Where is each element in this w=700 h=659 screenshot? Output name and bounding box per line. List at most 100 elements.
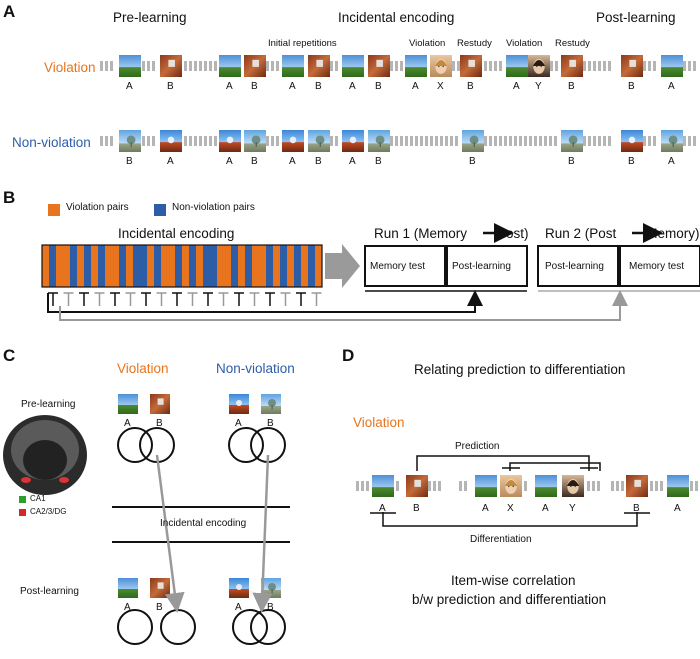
field-image-fill	[118, 578, 138, 598]
beach-image-thumbnail	[219, 130, 241, 152]
encoding-stripe	[70, 245, 77, 287]
run2-title-start: Run 2 (Post	[545, 226, 617, 241]
post-violation-circle-b	[160, 609, 196, 645]
encoding-stripe	[315, 245, 322, 287]
c-post-non-violation-label: A	[235, 602, 242, 613]
encoding-stripe	[196, 245, 203, 287]
d-title: Relating prediction to differentiation	[414, 362, 626, 377]
room-window	[252, 59, 259, 67]
encoding-stripe	[133, 245, 140, 287]
tree-trunk	[473, 142, 475, 147]
violation-fixation-bars	[400, 61, 403, 71]
encoding-stripe	[77, 245, 84, 287]
encoding-stripe	[42, 245, 49, 287]
d-differentiation-label: Differentiation	[470, 534, 532, 545]
encoding-block-outline	[41, 244, 323, 288]
field-image-thumbnail	[219, 55, 241, 77]
tree-image-thumbnail	[561, 130, 583, 152]
non-violation-fixation-bars	[276, 136, 279, 146]
room-window	[157, 582, 164, 589]
tree-image-thumbnail	[119, 130, 141, 152]
non-violation-seq-label: B	[315, 156, 322, 167]
prediction-bracket-inner	[509, 462, 601, 471]
d-fixation-bars	[695, 481, 698, 491]
d-fixation-bars	[356, 481, 359, 491]
field-image-thumbnail	[342, 55, 364, 77]
d-item-corr-line2: b/w prediction and differentiation	[412, 592, 607, 607]
d-fixation-bars	[616, 481, 619, 491]
violation-fixation-bars	[276, 61, 279, 71]
violation-fixation-bars	[390, 61, 393, 71]
non-violation-seq-label: A	[167, 156, 174, 167]
violation-seq-label: B	[375, 81, 382, 92]
legend-ca1-text: CA1	[30, 494, 46, 503]
violation-seq-label: Y	[535, 81, 542, 92]
violation-seq-label: A	[289, 81, 296, 92]
c-incidental-encoding-label: Incidental encoding	[160, 518, 247, 529]
non-violation-fixation-bars	[410, 136, 413, 146]
field-image-fill	[475, 475, 497, 497]
encoding-stripe	[189, 245, 196, 287]
violation-fixation-bars	[100, 61, 103, 71]
non-violation-fixation-bars	[643, 136, 646, 146]
room-window	[468, 59, 475, 67]
violation-fixation-bars	[653, 61, 656, 71]
room-image-thumbnail	[308, 55, 330, 77]
non-violation-fixation-bars	[539, 136, 542, 146]
encoding-stripe	[280, 245, 287, 287]
d-item-corr-line1: Item-wise correlation	[451, 573, 576, 588]
non-violation-fixation-bars	[189, 136, 192, 146]
d-seq-label: B	[633, 503, 640, 514]
room-window	[634, 479, 641, 487]
field-image-thumbnail	[282, 55, 304, 77]
d-fixation-bars	[438, 481, 441, 491]
room-window	[168, 59, 175, 67]
tree-trunk	[672, 142, 674, 147]
face-eye-right	[512, 485, 514, 488]
face-image-thumbnail	[500, 475, 522, 497]
initial-repetitions-label: Initial repetitions	[268, 38, 337, 49]
non-violation-fixation-bars	[209, 136, 212, 146]
violation-seq-label: B	[251, 81, 258, 92]
non-violation-fixation-bars	[390, 136, 393, 146]
non-violation-fixation-bars	[504, 136, 507, 146]
encoding-stripe	[252, 245, 259, 287]
non-violation-fixation-bars	[593, 136, 596, 146]
field-image-thumbnail	[372, 475, 394, 497]
legend-non-violation-swatch	[154, 204, 166, 216]
room-window	[376, 59, 383, 67]
room-window	[414, 479, 421, 487]
pre-violation-circle-a	[117, 427, 153, 463]
face-eye-left	[570, 485, 572, 488]
violation-fixation-bars	[494, 61, 497, 71]
non-violation-seq-label: B	[375, 156, 382, 167]
c-pre-learning-label: Pre-learning	[21, 399, 76, 410]
pre-learning-heading: Pre-learning	[113, 10, 187, 25]
encoding-stripe	[91, 245, 98, 287]
beach-image-thumbnail	[229, 394, 249, 414]
d-violation-label: Violation	[353, 415, 405, 430]
incidental-encoding-heading: Incidental encoding	[338, 10, 455, 25]
face-eye-right	[574, 485, 576, 488]
encoding-stripe	[112, 245, 119, 287]
non-violation-fixation-bars	[142, 136, 145, 146]
d-fixation-bars	[366, 481, 369, 491]
non-violation-fixation-bars	[194, 136, 197, 146]
violation-fixation-bars	[593, 61, 596, 71]
encoding-stripe	[273, 245, 280, 287]
violation-fixation-bars	[550, 61, 553, 71]
field-image-fill	[667, 475, 689, 497]
face-eye-left	[508, 485, 510, 488]
legend-ca23dg-swatch	[19, 509, 26, 516]
pre-non-violation-circle-a	[228, 427, 264, 463]
run1-post-learning-box	[446, 245, 528, 287]
legend-non-violation-text: Non-violation pairs	[172, 202, 255, 213]
encoding-stripe	[147, 245, 154, 287]
violation-seq-label: A	[412, 81, 419, 92]
brain-white-matter	[23, 440, 67, 480]
face-eye-left	[536, 65, 538, 68]
violation-shift-arrow	[155, 454, 185, 613]
violation-fixation-bars	[683, 61, 686, 71]
violation-fixation-bars	[266, 61, 269, 71]
field-image-fill	[535, 475, 557, 497]
